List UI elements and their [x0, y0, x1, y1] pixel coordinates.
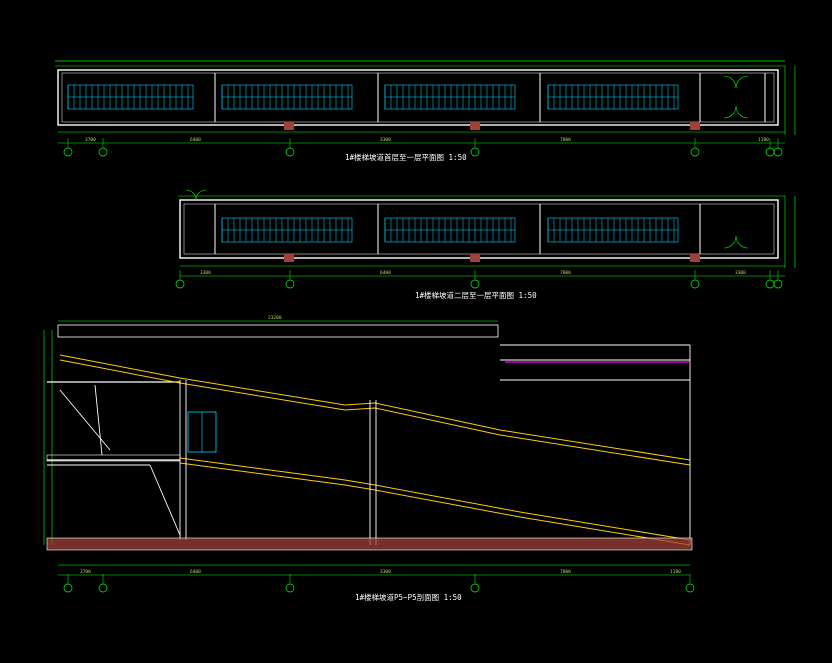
plan1-dim-0: 3700: [85, 137, 96, 143]
section-dim-0: 3700: [80, 569, 91, 575]
section-view: 23200: [43, 315, 695, 602]
axis-bubble: [175, 279, 185, 289]
axis-bubble: [285, 583, 295, 593]
axis-bubble: [63, 583, 73, 593]
axis-bubble: [63, 147, 73, 157]
plan2-title: 1#楼梯坡道二层至一层平面图 1:50: [415, 290, 537, 300]
axis-bubble: [690, 279, 700, 289]
axis-bubble: [470, 279, 480, 289]
section-title: 1#楼梯坡道P5~P5剖面图 1:50: [355, 592, 462, 602]
axis-bubble: [285, 147, 295, 157]
plan1-dim-1: 6400: [190, 137, 201, 143]
axis-bubble: [98, 147, 108, 157]
plan1-title: 1#楼梯坡道首层至一层平面图 1:50: [345, 152, 467, 162]
plan-1: 3700 6400 3300 7800 1180 1#楼梯坡道首层至一层平面图 …: [55, 60, 796, 162]
axis-bubble: [685, 583, 695, 593]
axis-bubble: [470, 583, 480, 593]
plan2-dim-0: 3300: [200, 270, 211, 276]
axis-bubble: [470, 147, 480, 157]
axis-bubble: [773, 279, 783, 289]
plan1-dim-4: 1180: [758, 137, 769, 143]
section-dim-3: 7800: [560, 569, 571, 575]
plan1-dim-3: 7800: [560, 137, 571, 143]
plan-2: 3300 6400 7800 3300 1#楼梯坡道二层至一层平面图 1:50: [175, 189, 796, 300]
plan1-dim-2: 3300: [380, 137, 391, 143]
axis-bubble: [285, 279, 295, 289]
section-top-dim: 23200: [268, 315, 282, 321]
axis-bubble: [98, 583, 108, 593]
plan2-dim-3: 3300: [735, 270, 746, 276]
plan2-dim-1: 6400: [380, 270, 391, 276]
plan2-dim-2: 7800: [560, 270, 571, 276]
section-dim-4: 1180: [670, 569, 681, 575]
axis-bubble: [773, 147, 783, 157]
section-dim-1: 6400: [190, 569, 201, 575]
section-dim-2: 3300: [380, 569, 391, 575]
axis-bubble: [690, 147, 700, 157]
